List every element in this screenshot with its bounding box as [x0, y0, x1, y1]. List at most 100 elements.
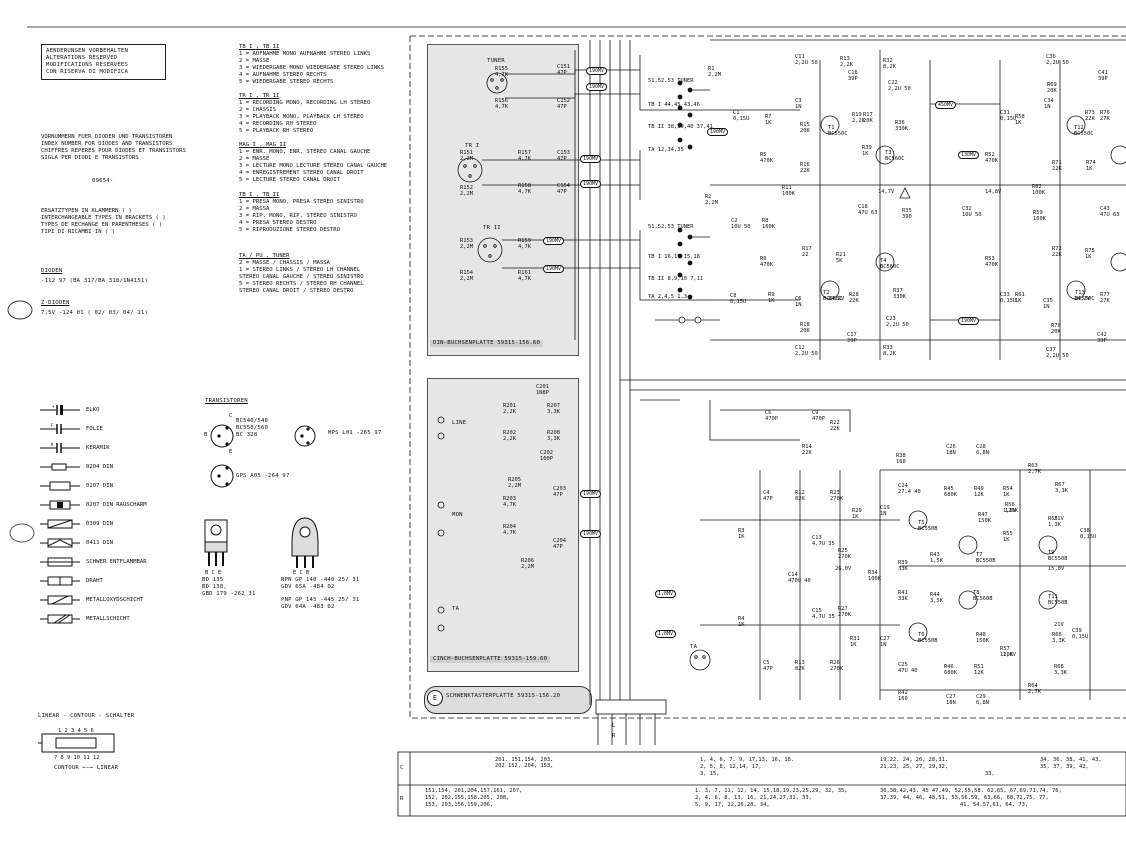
component-ref: R47 — [978, 512, 988, 518]
component-ref: R152 — [460, 185, 473, 191]
din-board-label: DIN-BUCHSENPLATTE 59315-156.60 — [430, 340, 544, 347]
pin-row: 5 = RIPRODUZIONE STEREO DESTRO — [239, 227, 341, 233]
pin-table-title: MAG I , MAG II — [239, 142, 287, 148]
diodes-line: -112 97 (BA 317/BA 318/1N4151) — [41, 278, 149, 284]
foil-capacitor-icon: F — [40, 423, 80, 435]
pin-row: 4 = PRESA STEREO DESTRO — [239, 220, 317, 226]
row-r-cell: 41, 54,57,61, 64, 73, — [960, 802, 1029, 808]
row-c-cell: 19,22, 24, 26, 28,31, — [880, 757, 949, 763]
component-ref: C27 — [880, 636, 890, 642]
pin-row: 2 = MASSE — [239, 156, 270, 162]
component-ref: C39 — [1072, 628, 1082, 634]
component-ref: C153 — [557, 150, 570, 156]
component-value: 47P — [763, 496, 773, 502]
row-r-cell: 36,38,42,43, 45 47,49, 52,55,58, 62,65, … — [880, 788, 1062, 794]
component-ref: R19 — [852, 112, 862, 118]
component-ref: R68 — [1054, 664, 1064, 670]
legend-label: KERAMIK — [86, 444, 110, 451]
component-ref: R151 — [460, 150, 473, 156]
index-line: SIGLA PER DIODI E TRANSISTORS — [41, 155, 139, 161]
component-ref: R158 — [518, 183, 531, 189]
component-value: 470U 40 — [788, 578, 811, 584]
component-value: 2,2U 50 — [795, 60, 818, 66]
contour-switch-icon — [38, 733, 115, 753]
component-value: 2,2K — [840, 62, 853, 68]
component-value: 4,7K — [495, 72, 508, 78]
pin-table-tr: TR I , TR II 1 = RECORDING MONO, RECORDI… — [239, 93, 370, 135]
component-ref: R51 — [974, 664, 984, 670]
tr-type: NPN GP 140 -440 25/ 31 — [281, 577, 360, 583]
pin-row: 5 = WIEDERGABE STEREO RECHTS — [239, 79, 334, 85]
component-value: 47P — [557, 104, 567, 110]
component-ref: C13 — [812, 535, 822, 541]
component-ref: C9 — [812, 410, 819, 416]
component-value: 2,2M — [521, 564, 534, 570]
pin-table-title: TB I , TB II — [239, 192, 280, 198]
component-value: 120K — [1000, 652, 1013, 658]
signal-level: 190MV — [543, 265, 565, 273]
signal-level: 190MV — [586, 67, 608, 75]
component-value: 1K — [1015, 298, 1022, 304]
pin-table-title: TR I , TR II — [239, 93, 280, 99]
pin-table-tb: TB I , TB II 1 = AUFNAHME MONO AUFNAHME … — [239, 44, 384, 86]
component-ref: R35 — [902, 208, 912, 214]
row-c-cell: 2, 5, 8, 12,14, 17, — [700, 764, 762, 770]
component-value: 150K — [978, 518, 991, 524]
component-ref: C23 — [886, 316, 896, 322]
component-value: 1N — [880, 642, 887, 648]
component-ref: C38 — [1080, 528, 1090, 534]
component-value: 1N — [880, 511, 887, 517]
component-value: 270K — [838, 612, 851, 618]
index-line: VORNUMMERN FUER DIODEN UND TRANSISTOREN — [41, 134, 173, 140]
row-c-cell: 34, 36, 38, 41, 43, — [1040, 757, 1102, 763]
replacement-line: INTERCHANGEABLE TYPES IN BRACKETS ( ) — [41, 215, 166, 221]
component-ref: R43 — [930, 552, 940, 558]
component-ref: R155 — [495, 66, 508, 72]
component-ref: R33 — [883, 345, 893, 351]
legend-row: METALLOXYDSCHICHT — [0, 590, 200, 609]
component-value: 160K — [1033, 216, 1046, 222]
signal-level: 1,8MV — [655, 590, 677, 598]
legend-label: METALLSCHICHT — [86, 615, 130, 622]
component-ref: R48 — [976, 632, 986, 638]
legend-row: SCHWER ENTFLAMMBAR — [0, 552, 200, 571]
component-ref: T11 — [1048, 594, 1058, 600]
component-value: 1K — [1003, 537, 1010, 543]
component-value: 470K — [760, 262, 773, 268]
index-line: INDEX NUMBER FOR DIODES AND TRANSISTORS — [41, 141, 173, 147]
tr-type: PNP GP 145 -445 25/ 31 — [281, 597, 360, 603]
component-value: 39P — [848, 76, 858, 82]
component-value: 3,3K — [1052, 638, 1065, 644]
component-ref: R59 — [1033, 210, 1043, 216]
notice-line: ALTERATIONS RESERVED — [46, 55, 118, 61]
component-value: 39P — [1098, 76, 1108, 82]
ta-cinch-label: TA — [452, 606, 460, 612]
component-value: BC560B — [973, 596, 993, 602]
rail-voltage: 14,8V — [985, 189, 1002, 195]
component-ref: R67 — [1055, 482, 1065, 488]
row-r-label: R — [400, 796, 404, 802]
legend-label: DRAHT — [86, 577, 103, 584]
replacement-line: ERSATZTYPEN IN KLAMMERN ( ) — [41, 208, 132, 214]
component-value: 1,3K — [1048, 522, 1061, 528]
component-ref: C6 — [795, 296, 802, 302]
